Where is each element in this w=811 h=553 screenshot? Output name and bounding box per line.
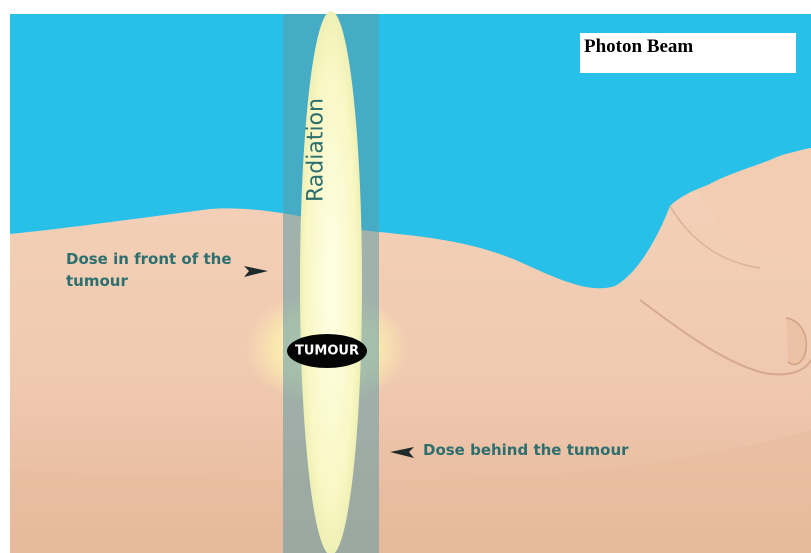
dose-front-annotation: Dose in front of the tumour [66, 248, 266, 292]
diagram-title: Photon Beam [584, 36, 693, 57]
beam-label: Radiation [304, 98, 329, 202]
dose-behind-annotation: Dose behind the tumour [423, 441, 629, 459]
beam-core [300, 11, 362, 553]
photon-beam-title-box: Photon Beam [580, 33, 796, 73]
tumour-label: TUMOUR [295, 344, 359, 359]
